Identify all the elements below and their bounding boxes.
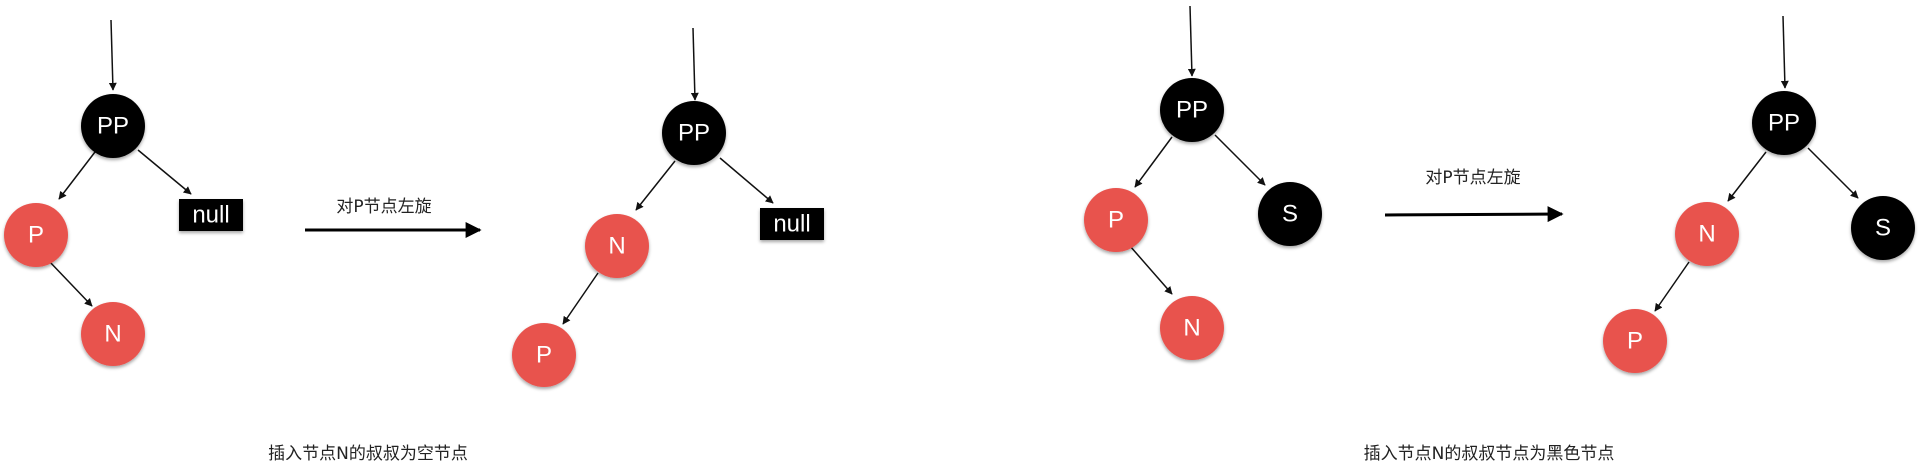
edge-pp-p [1134,136,1173,188]
node-s-circle [1258,182,1322,246]
node-null-box [760,208,824,240]
node-p: P [1603,309,1667,373]
caption-panel-2: 插入节点N的叔叔节点为黑色节点 [1364,444,1615,464]
node-n: N [1675,202,1739,266]
panel-1-after: PP N null P [512,27,824,387]
node-p-circle [1603,309,1667,373]
node-p-circle [1084,188,1148,252]
node-null-label: null [773,211,810,238]
node-pp-circle [662,101,726,165]
node-pp: PP [1160,78,1224,142]
node-pp-label: PP [97,113,129,140]
panel-2-after: PP N S P [1603,15,1915,373]
entry-arrow [1780,15,1789,89]
node-p-label: P [28,222,44,249]
caption-panel-1: 插入节点N的叔叔为空节点 [268,444,468,464]
node-pp: PP [1752,91,1816,155]
node-n-label: N [1183,315,1200,342]
node-s-label: S [1282,201,1298,228]
node-n-circle [1160,296,1224,360]
edge-pp-p [58,151,96,200]
entry-arrow [690,27,699,101]
node-n-circle [81,302,145,366]
node-p-circle [512,323,576,387]
node-null: null [760,208,824,240]
node-n-label: N [104,321,121,348]
node-p-label: P [1108,207,1124,234]
node-n: N [1160,296,1224,360]
edge-pp-null [719,157,774,204]
rotation-arrow-line [1384,206,1564,223]
node-pp-circle [81,94,145,158]
node-n-label: N [1698,221,1715,248]
node-s-label: S [1875,215,1891,242]
node-pp-circle [1160,78,1224,142]
node-p-label: P [1627,328,1643,355]
node-pp-label: PP [1176,97,1208,124]
edge-p-n [1129,245,1173,295]
node-p: P [4,203,68,267]
node-n: N [81,302,145,366]
edge-pp-n [635,160,676,211]
node-p-label: P [536,342,552,369]
node-pp: PP [81,94,145,158]
entry-arrow [1187,5,1196,77]
edge-pp-null [137,149,192,195]
node-s: S [1851,196,1915,260]
panel-1-before: PP P null N [4,19,243,366]
edge-pp-s [1807,147,1859,199]
entry-arrow [108,19,117,91]
rotation-label: 对P节点左旋 [1425,168,1520,188]
rotation-arrow-1: 对P节点左旋 [305,197,482,238]
node-n-circle [1675,202,1739,266]
node-n: N [585,214,649,278]
panel-2-before: PP P S N [1084,5,1322,360]
node-null-label: null [192,202,229,229]
node-n-label: N [608,233,625,260]
node-pp-circle [1752,91,1816,155]
node-null: null [179,199,243,231]
node-n-circle [585,214,649,278]
edge-n-p [1654,261,1690,312]
rotation-arrow-2: 对P节点左旋 [1384,168,1564,223]
edge-pp-s [1214,134,1266,186]
edge-p-n [47,259,93,307]
node-p-circle [4,203,68,267]
node-s-circle [1851,196,1915,260]
node-pp: PP [662,101,726,165]
node-null-box [179,199,243,231]
node-s: S [1258,182,1322,246]
node-p: P [512,323,576,387]
node-pp-label: PP [678,120,710,147]
rotation-label: 对P节点左旋 [336,197,431,217]
node-pp-label: PP [1768,110,1800,137]
edge-pp-n [1727,151,1767,202]
node-p: P [1084,188,1148,252]
edge-n-p [562,272,599,325]
